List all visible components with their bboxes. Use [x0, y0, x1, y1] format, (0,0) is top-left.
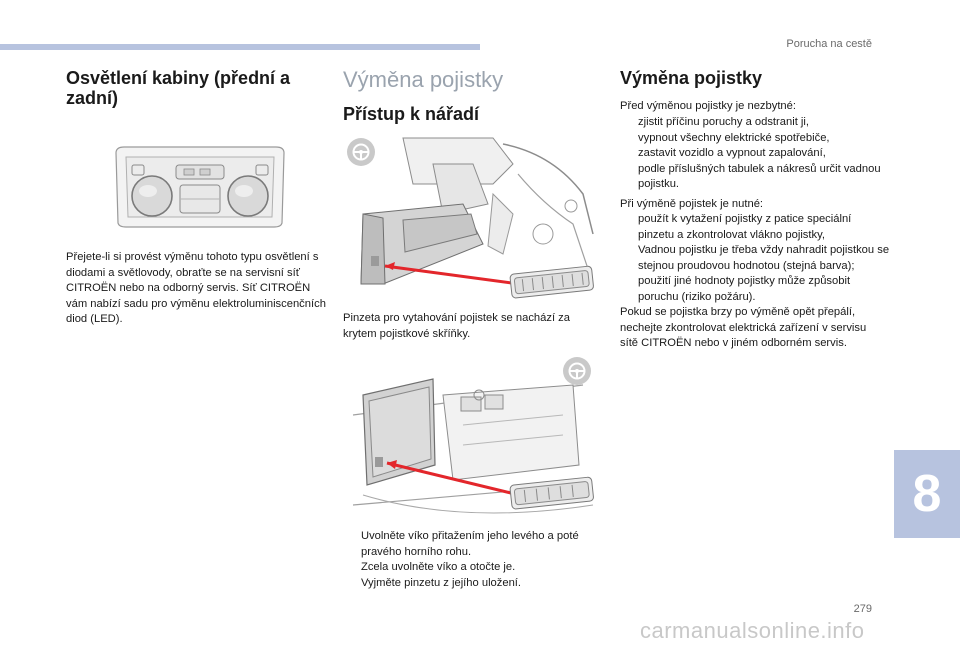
header-accent-bar	[0, 44, 480, 50]
cabin-lighting-paragraph: Přejete-li si provést výměnu tohoto typu…	[66, 251, 326, 326]
list-item: zastavit vozidlo a vypnout zapalování,	[638, 147, 826, 160]
tool-location-caption: Pinzeta pro vytahování pojistek se nachá…	[343, 312, 570, 340]
chapter-tab: 8	[894, 450, 960, 538]
dashboard-fusebox-drawing	[343, 134, 605, 304]
steering-wheel-icon	[347, 138, 375, 166]
list-item: použít k vytažení pojistky z patice spec…	[638, 213, 852, 241]
list-item: zjistit příčinu poruchy a odstranit ji,	[638, 116, 809, 128]
before-replacement-list: zjistit příčinu poruchy a odstranit ji, …	[620, 115, 890, 193]
list-item: Vyjměte pinzetu z jejího uložení.	[361, 576, 522, 589]
during-replacement-list: použít k vytažení pojistky z patice spec…	[620, 212, 890, 306]
steering-wheel-icon	[563, 357, 591, 385]
tool-access-heading: Přístup k nářadí	[343, 104, 480, 124]
watermark-text: carmanualsonline.info	[640, 618, 865, 643]
cabin-lighting-heading: Osvětlení kabiny (přední a zadní)	[66, 68, 291, 108]
fuse-replacement-heading: Výměna pojistky	[620, 68, 763, 88]
fusebox-cover-drawing	[343, 355, 605, 523]
closing-paragraph: Pokud se pojistka brzy po výměně opět př…	[620, 306, 867, 350]
list-item: Uvolněte víko přitažením jeho levého a p…	[361, 530, 579, 558]
ceiling-light-drawing	[115, 146, 285, 228]
fusebox-cover-illustration	[343, 355, 605, 523]
running-header: Porucha na cestě	[786, 38, 872, 50]
list-item: Zcela uvolněte víko a otočte je.	[361, 561, 516, 574]
during-intro: Při výměně pojistek je nutné:	[620, 198, 764, 210]
list-item: podle příslušných tabulek a nákresů urči…	[638, 162, 881, 191]
fuse-replacement-section-title: Výměna pojistky	[343, 67, 504, 92]
before-intro: Před výměnou pojistky je nezbytné:	[620, 100, 796, 112]
ceiling-light-illustration	[110, 143, 290, 229]
page-number: 279	[853, 603, 872, 615]
fusebox-location-illustration	[343, 134, 605, 304]
list-item: Vadnou pojistku je třeba vždy nahradit p…	[638, 244, 890, 303]
tool-removal-steps: Uvolněte víko přitažením jeho levého a p…	[343, 529, 605, 591]
list-item: vypnout všechny elektrické spotřebiče,	[638, 131, 830, 144]
